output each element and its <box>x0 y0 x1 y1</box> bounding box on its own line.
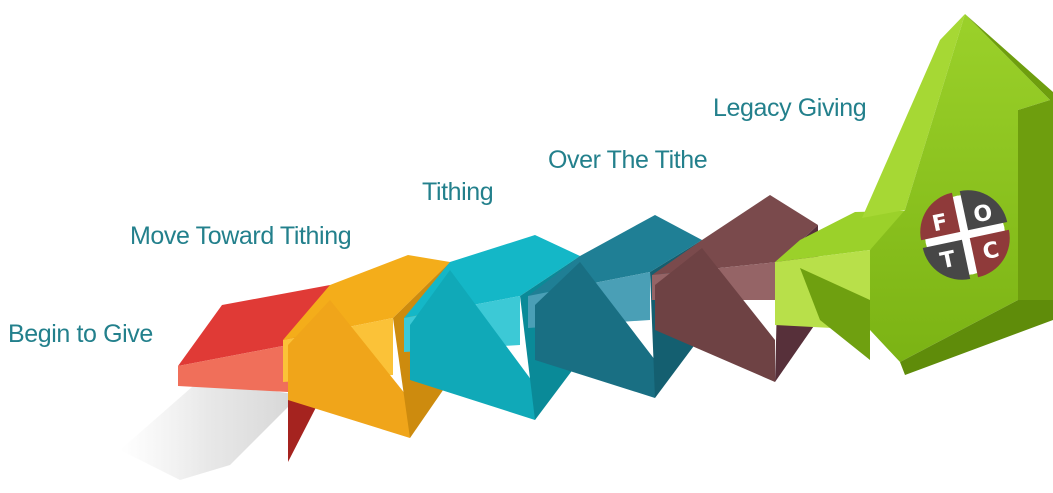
logo-letter-o: O <box>971 200 994 228</box>
arrow-under <box>800 268 870 360</box>
step-5-riser <box>655 248 775 382</box>
label-move-toward-tithing: Move Toward Tithing <box>130 222 352 250</box>
arrow-head-right-face <box>965 14 1053 300</box>
floor-shadow <box>120 380 300 480</box>
label-over-the-tithe: Over The Tithe <box>548 146 708 174</box>
logo-quadrant-t <box>922 239 971 280</box>
logo-letter-t: T <box>938 247 958 275</box>
logo-letter-f: F <box>930 210 950 238</box>
arrow-shaft-side <box>900 300 1053 375</box>
fotc-logo: F O T C <box>920 190 1010 280</box>
label-legacy-giving: Legacy Giving <box>713 94 867 122</box>
arrow-head-left <box>862 14 965 218</box>
arrow-head-main <box>870 14 1050 362</box>
step-2-riser <box>288 300 410 438</box>
logo-quadrant-f <box>920 192 961 241</box>
growth-arrow <box>775 14 1053 375</box>
step-1-front <box>178 345 288 392</box>
step-1-top <box>178 285 330 366</box>
logo-letter-c: C <box>980 238 1001 266</box>
step-3-riser <box>410 270 535 420</box>
logo-quadrant-o <box>959 190 1008 231</box>
logo-quadrant-c <box>969 229 1010 278</box>
step-4-riser <box>535 262 655 398</box>
label-tithing: Tithing <box>422 178 494 206</box>
label-begin-to-give: Begin to Give <box>8 320 153 348</box>
